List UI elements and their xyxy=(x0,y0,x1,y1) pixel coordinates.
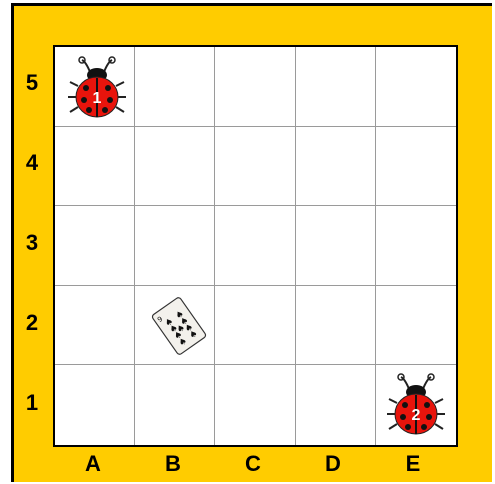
cell-d1[interactable] xyxy=(296,365,376,445)
cell-e5[interactable] xyxy=(376,47,456,127)
cell-c4[interactable] xyxy=(215,127,295,207)
cell-d4[interactable] xyxy=(296,127,376,207)
ladybug-label-2: 2 xyxy=(412,407,421,424)
cell-c2[interactable] xyxy=(215,286,295,366)
cell-b4[interactable] xyxy=(135,127,215,207)
cell-a2[interactable] xyxy=(55,286,135,366)
cell-b1[interactable] xyxy=(135,365,215,445)
cell-c3[interactable] xyxy=(215,206,295,286)
cell-e2[interactable] xyxy=(376,286,456,366)
column-label-a: A xyxy=(53,451,133,477)
row-label-5: 5 xyxy=(18,70,46,96)
cell-b3[interactable] xyxy=(135,206,215,286)
column-label-d: D xyxy=(293,451,373,477)
ladybug-piece-2[interactable]: 2 xyxy=(385,369,447,439)
column-label-c: C xyxy=(213,451,293,477)
row-label-3: 3 xyxy=(18,230,46,256)
ladybug-label-1: 1 xyxy=(93,90,102,107)
cell-a3[interactable] xyxy=(55,206,135,286)
row-label-4: 4 xyxy=(18,150,46,176)
cell-d2[interactable] xyxy=(296,286,376,366)
cell-b5[interactable] xyxy=(135,47,215,127)
column-label-e: E xyxy=(373,451,453,477)
cell-a4[interactable] xyxy=(55,127,135,207)
cell-d5[interactable] xyxy=(296,47,376,127)
ladybug-piece-1[interactable]: 1 xyxy=(66,52,128,122)
cell-e3[interactable] xyxy=(376,206,456,286)
row-label-1: 1 xyxy=(18,390,46,416)
column-label-b: B xyxy=(133,451,213,477)
row-label-2: 2 xyxy=(18,310,46,336)
cell-a1[interactable] xyxy=(55,365,135,445)
cell-d3[interactable] xyxy=(296,206,376,286)
cell-c1[interactable] xyxy=(215,365,295,445)
cell-e4[interactable] xyxy=(376,127,456,207)
cell-c5[interactable] xyxy=(215,47,295,127)
playing-card-piece[interactable]: 9 ♠ ♠ ♠ ♠ ♠ ♠ ♠ ♠ ♠ xyxy=(143,290,215,362)
